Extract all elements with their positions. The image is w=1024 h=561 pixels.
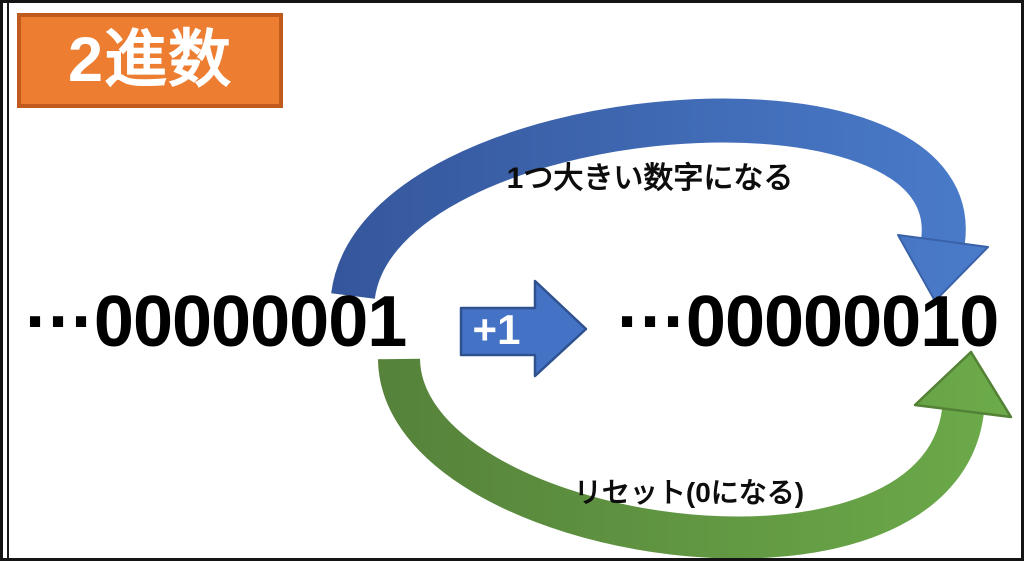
increment-cycle-graphic xyxy=(331,98,1013,558)
reset-arc-label: リセット(0になる) xyxy=(573,477,805,508)
plus-one-arrow-shape xyxy=(459,279,588,378)
title-text: 2進数 xyxy=(67,25,233,95)
reset-arrowhead-icon xyxy=(913,350,1013,419)
binary-value-before: ···00000001 xyxy=(25,282,407,362)
binary-title-badge: 2進数 xyxy=(17,13,283,108)
increment-arc-label: 1つ大きい数字になる xyxy=(506,162,794,195)
reset-arc xyxy=(378,357,984,558)
plus-one-label: +1 xyxy=(472,305,521,353)
left-inner-border-line xyxy=(7,3,9,558)
increment-arrowhead-icon xyxy=(897,234,989,302)
increment-arc xyxy=(331,98,966,301)
binary-value-after: ···00000010 xyxy=(617,282,999,362)
